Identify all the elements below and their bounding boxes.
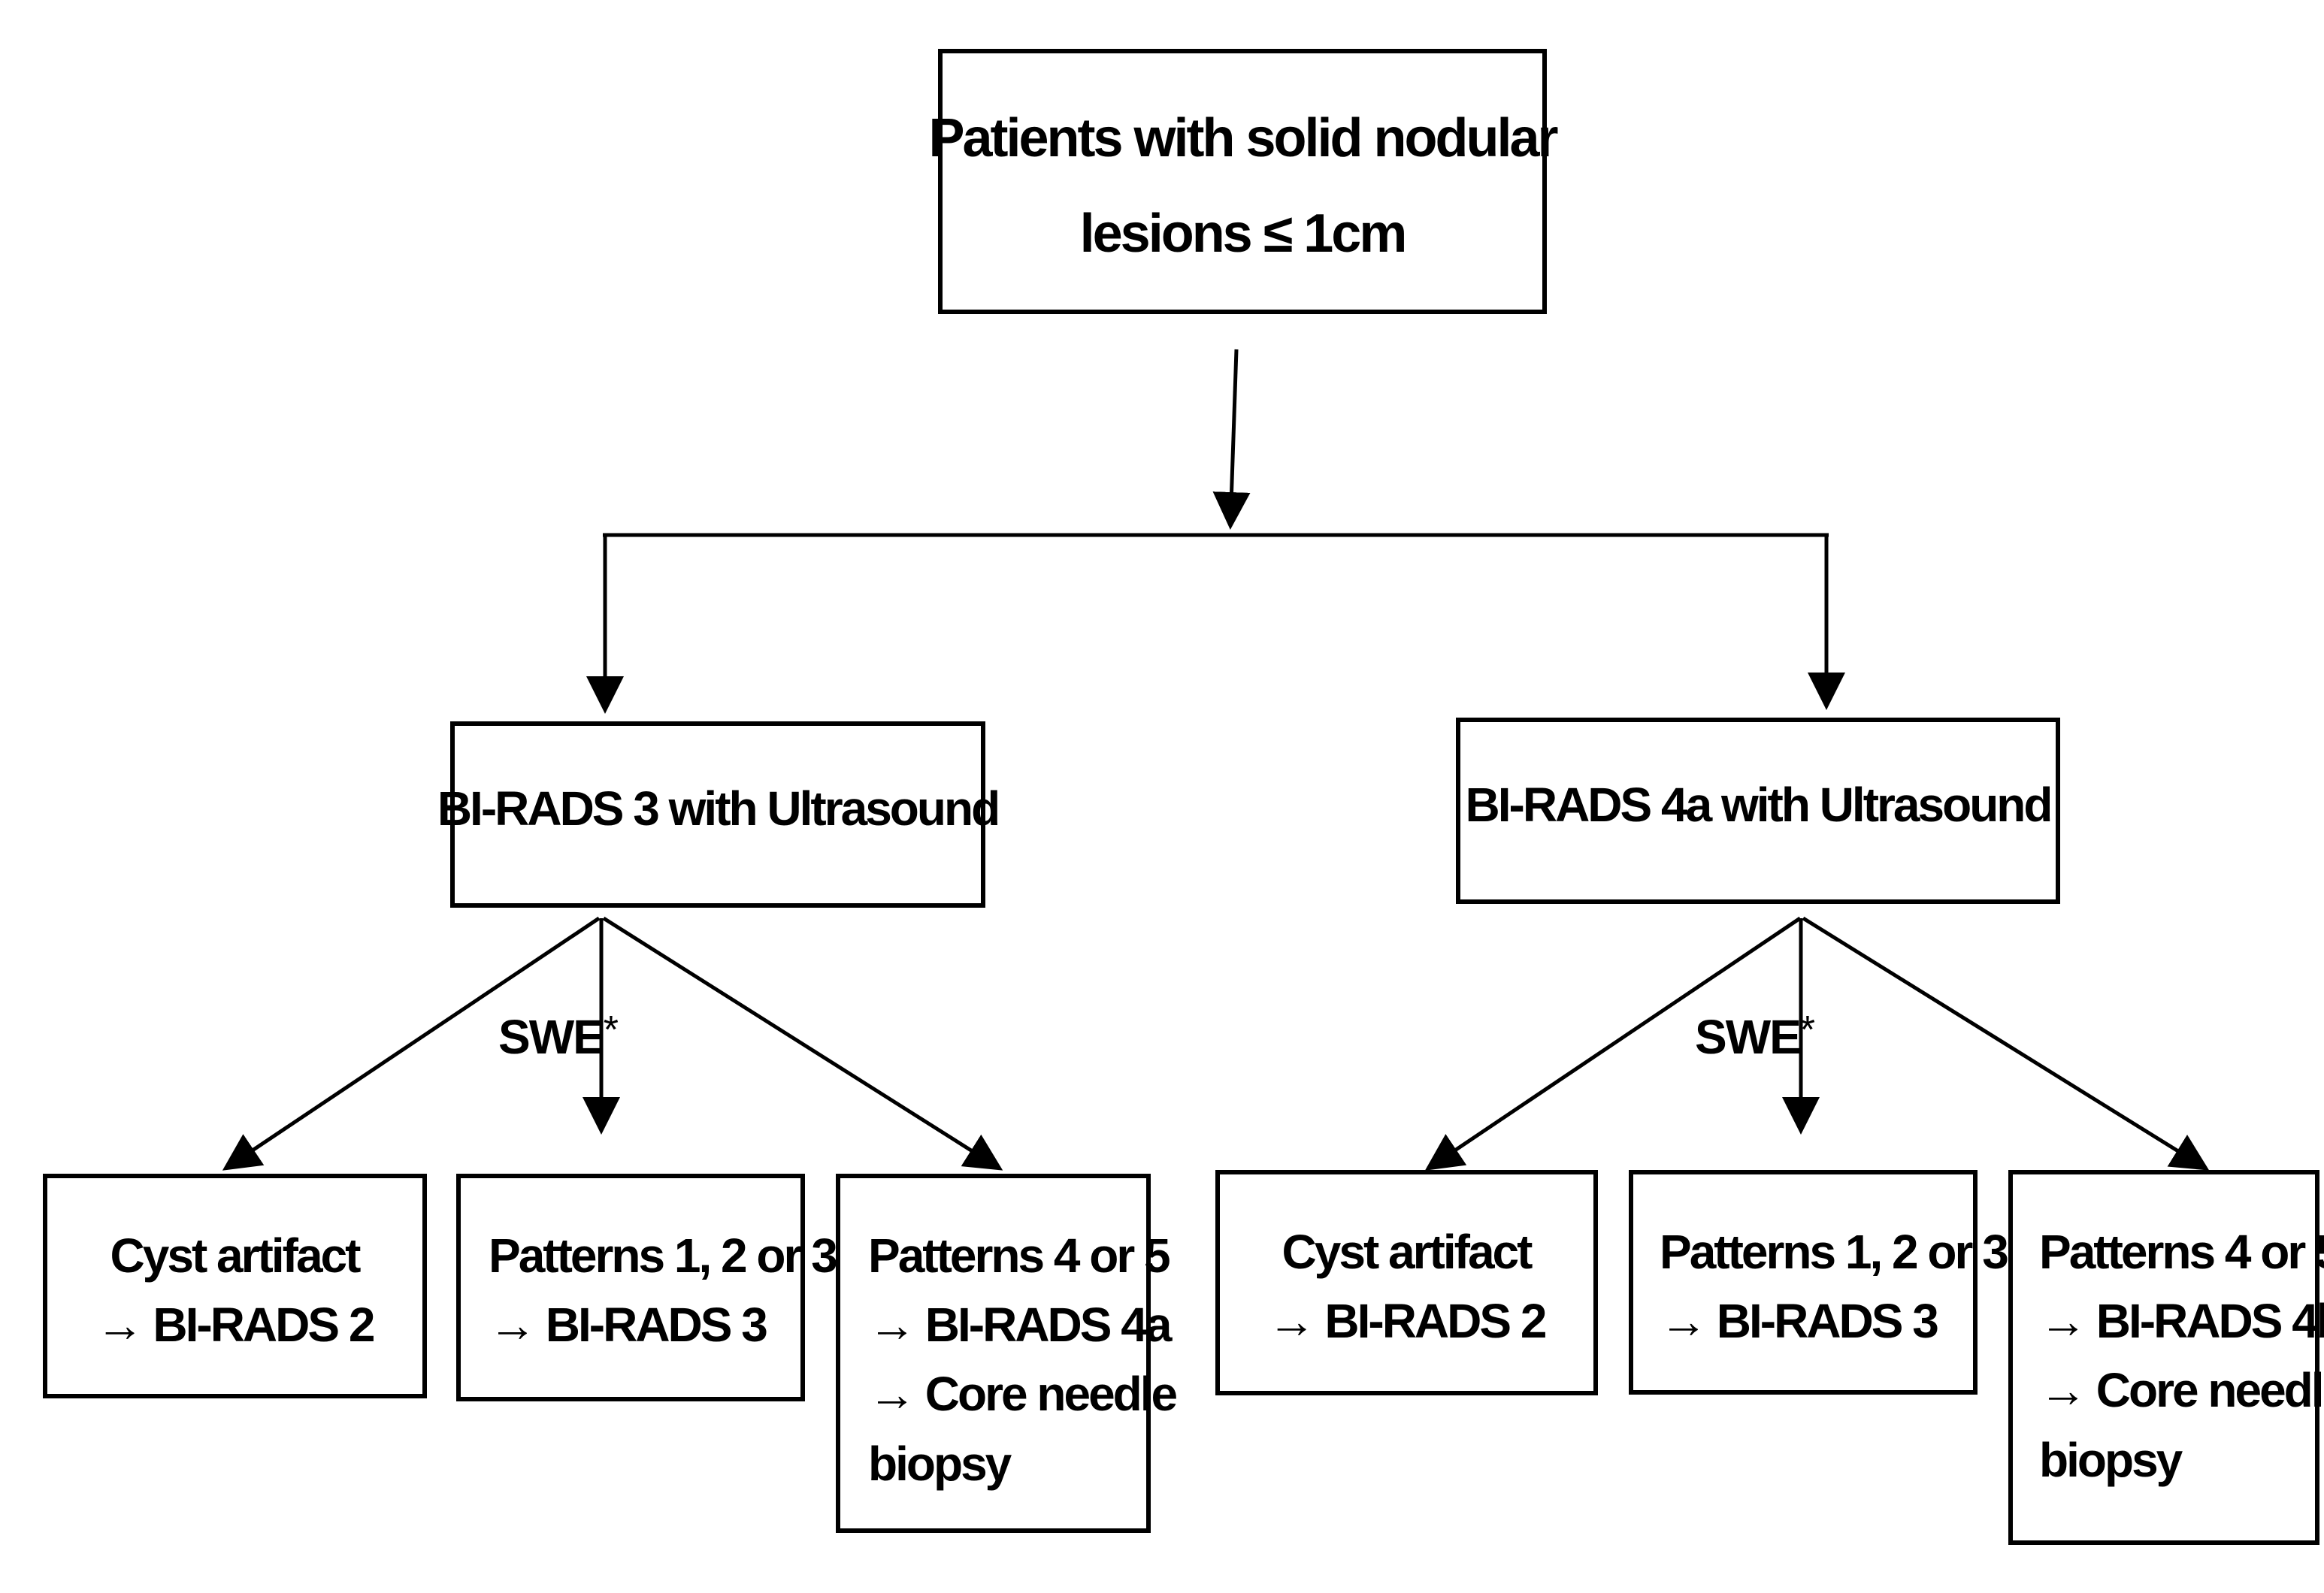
left-swe-asterisk: * bbox=[604, 1008, 619, 1052]
right-swe-label: SWE* bbox=[1695, 1008, 1815, 1064]
root-box bbox=[938, 49, 1547, 314]
right-arrow-to-cyst bbox=[1424, 916, 1802, 1171]
right-swe-asterisk: * bbox=[1800, 1008, 1815, 1052]
right-outcome-patterns-123-box bbox=[1629, 1170, 1978, 1395]
right-outcome-patterns-123: Patterns 1, 2 or 3 → BI-RADS 3 bbox=[1629, 1170, 2010, 1395]
right-outcome-patterns-45-line-4: biopsy bbox=[2039, 1433, 2183, 1487]
left-swe-label: SWE* bbox=[498, 1008, 619, 1064]
root-line-2: lesions ≤ 1cm bbox=[1080, 204, 1406, 264]
left-outcome-patterns-45-line-4: biopsy bbox=[868, 1437, 1012, 1491]
right-branch-box bbox=[1456, 718, 2060, 904]
right-swe-text: SWE bbox=[1695, 1010, 1800, 1064]
left-outcome-patterns-45: Patterns 4 or 5 → BI-RADS 4a → Core need… bbox=[836, 1174, 1179, 1533]
root-down-arrow bbox=[1212, 349, 1251, 530]
left-arrow-to-patterns-45 bbox=[602, 916, 1003, 1171]
right-outcome-patterns-123-line-1: Patterns 1, 2 or 3 bbox=[1660, 1225, 2008, 1279]
left-outcome-patterns-123-box bbox=[456, 1174, 805, 1401]
right-outcome-patterns-123-line-2: → BI-RADS 3 bbox=[1660, 1294, 1938, 1348]
left-outcome-patterns-45-line-3: → Core needle bbox=[868, 1367, 1177, 1421]
left-swe-text: SWE bbox=[498, 1010, 604, 1064]
right-branch-label: BI-RADS 4a with Ultrasound bbox=[1466, 778, 2051, 832]
right-branch-node: BI-RADS 4a with Ultrasound bbox=[1456, 718, 2060, 904]
right-outcome-cyst: Cyst artifact → BI-RADS 2 bbox=[1215, 1170, 1598, 1395]
left-outcome-cyst: Cyst artifact → BI-RADS 2 bbox=[43, 1174, 427, 1398]
left-outcome-cyst-box bbox=[43, 1174, 427, 1398]
left-branch-label: BI-RADS 3 with Ultrasound bbox=[437, 781, 998, 836]
left-arrow-to-cyst bbox=[222, 916, 601, 1171]
left-outcome-cyst-line-1: Cyst artifact bbox=[110, 1229, 362, 1283]
right-outcome-patterns-45: Patterns 4 or 5 → BI-RADS 4b → Core need… bbox=[2008, 1170, 2324, 1545]
left-outcome-patterns-45-line-1: Patterns 4 or 5 bbox=[868, 1229, 1170, 1283]
right-outcome-cyst-box bbox=[1215, 1170, 1598, 1395]
right-outcome-patterns-45-box bbox=[2008, 1170, 2319, 1545]
left-outcome-patterns-123-line-2: → BI-RADS 3 bbox=[489, 1298, 767, 1352]
left-outcome-cyst-line-2: → BI-RADS 2 bbox=[96, 1298, 374, 1352]
root-node: Patients with solid nodular lesions ≤ 1c… bbox=[928, 49, 1560, 314]
right-outcome-cyst-line-1: Cyst artifact bbox=[1282, 1225, 1533, 1279]
right-outcome-patterns-45-line-2: → BI-RADS 4b bbox=[2039, 1294, 2324, 1348]
left-outcome-patterns-45-box bbox=[836, 1174, 1151, 1533]
root-line-1: Patients with solid nodular bbox=[928, 108, 1557, 168]
left-branch-node: BI-RADS 3 with Ultrasound bbox=[437, 721, 1000, 908]
left-outcome-patterns-123: Patterns 1, 2 or 3 → BI-RADS 3 bbox=[456, 1174, 839, 1401]
right-outcome-patterns-45-line-3: → Core needle bbox=[2039, 1363, 2324, 1417]
right-arrow-to-patterns-45 bbox=[1802, 916, 2210, 1171]
left-outcome-patterns-123-line-1: Patterns 1, 2 or 3 bbox=[489, 1229, 837, 1283]
left-outcome-patterns-45-line-2: → BI-RADS 4a bbox=[868, 1298, 1173, 1352]
right-outcome-cyst-line-2: → BI-RADS 2 bbox=[1268, 1294, 1546, 1348]
right-outcome-patterns-45-line-1: Patterns 4 or 5 bbox=[2039, 1225, 2324, 1279]
connectors bbox=[222, 349, 2210, 1171]
left-branch-box bbox=[450, 721, 985, 908]
